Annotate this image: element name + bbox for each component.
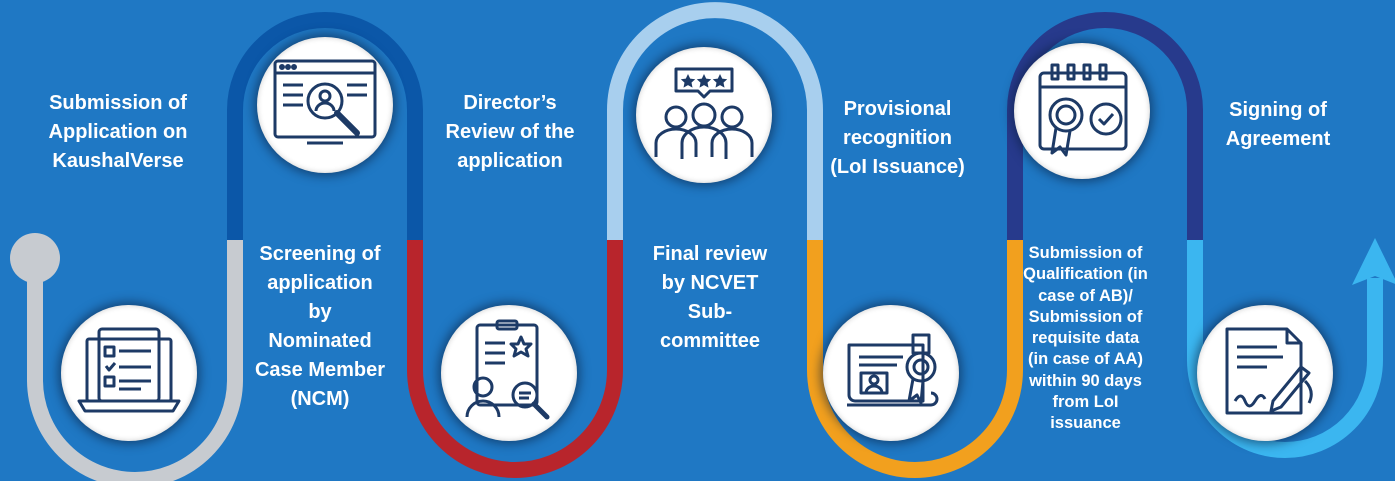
step-7-label: Signing of Agreement [1188,96,1368,154]
segment-step-6 [1007,12,1203,240]
step-label-line: Agreement [1225,128,1331,150]
step-label-line: from LoI [1052,393,1119,412]
step-label-line: within 90 days [1029,371,1142,390]
step-label-line: KaushalVerse [52,150,184,172]
step-label-line: application [457,150,563,172]
certificate-badge-icon [847,333,939,407]
step-label-line: (in case of AA) [1028,350,1143,369]
step-5-label: Provisional recognition (LoI Issuance) [800,95,995,182]
step-5-icon-circle [823,305,959,441]
step-label-line: Submission of [49,92,187,114]
step-2-icon-circle [257,37,393,173]
checklist-laptop-icon [77,327,181,413]
step-label-line: recognition [843,127,952,149]
step-label-line: Qualification (in [1023,265,1148,284]
calendar-award-icon [1038,63,1128,157]
step-label-line: (NCM) [290,388,350,410]
segment-step-2 [227,12,423,240]
step-label-line: application [267,272,373,294]
start-node [10,233,60,283]
end-arrow-icon [1352,238,1395,285]
step-label-line: committee [659,330,761,352]
web-search-person-icon [273,59,377,145]
step-label-line: (LoI Issuance) [830,156,965,178]
step-label-line: Director’s [463,92,557,114]
step-label-line: Submission of [1028,307,1143,326]
step-label-line: Application on [48,121,188,143]
step-label-line: Final review [652,243,768,265]
sign-agreement-icon [1225,327,1313,415]
step-label-line: by NCVET [661,272,759,294]
segment-step-4 [607,2,823,240]
step-label-line: Case Member [254,359,386,381]
step-label-line: Sub- [687,301,733,323]
step-4-label: Final review by NCVET Sub-committee [620,240,800,356]
step-6-icon-circle [1014,43,1150,179]
step-label-line: Provisional [843,98,952,120]
step-label-line: case of AB)/ [1038,286,1133,305]
step-label-line: issuance [1050,414,1121,433]
step-6-label: Submission of Qualification (in case of AB… [993,243,1178,435]
step-3-icon-circle [441,305,577,441]
step-label-line: Nominated [268,330,372,352]
document-star-review-icon [465,319,550,420]
segment-step-1 [27,240,243,481]
step-7-icon-circle [1197,305,1333,441]
step-label-line: Signing of [1229,99,1327,121]
step-1-icon-circle [61,305,197,441]
step-label-line: Submission of [1028,244,1143,262]
step-label-line: requisite data [1031,329,1140,348]
step-4-icon-circle [636,47,772,183]
segment-step-5 [807,240,1023,478]
step-label-line: Review of the [445,121,575,143]
segment-step-3 [407,240,623,478]
committee-rating-icon [654,67,754,159]
step-1-label: Submission of Application on KaushalVerse [18,89,218,176]
step-label-line: Screening of [259,243,381,265]
step-label-line: by [308,301,332,323]
